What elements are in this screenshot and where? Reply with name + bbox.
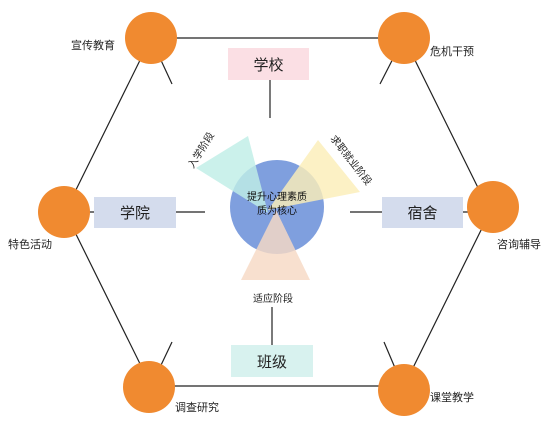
node-bottom-left-circle [123,361,175,413]
node-right-circle [467,181,519,233]
node-left-label: 特色活动 [8,238,52,251]
node-top-left-label: 宣传教育 [71,39,115,52]
node-top-right-circle [378,12,430,64]
wedge-adaptation [241,210,310,280]
node-bottom-left-label: 调查研究 [175,401,219,414]
college-box: 学院 [94,197,176,228]
node-right-label: 咨询辅导 [497,238,541,251]
node-bottom-right-circle [378,364,430,416]
center-text-line2: 质为核心 [257,206,297,217]
wedge-entry [196,136,268,213]
school-box: 学校 [228,48,309,80]
node-left-circle [38,186,90,238]
class-box: 班级 [231,345,313,377]
node-top-right-label: 危机干预 [430,45,474,58]
node-top-left-circle [125,12,177,64]
node-bottom-right-label: 课堂教学 [430,391,474,404]
center-text: 提升心理素质 质为核心 [237,191,317,219]
wedge-employment [268,140,360,210]
dorm-box: 宿舍 [382,197,463,228]
stage-adaptation-label: 适应阶段 [253,294,293,305]
center-text-line1: 提升心理素质 [247,192,307,203]
